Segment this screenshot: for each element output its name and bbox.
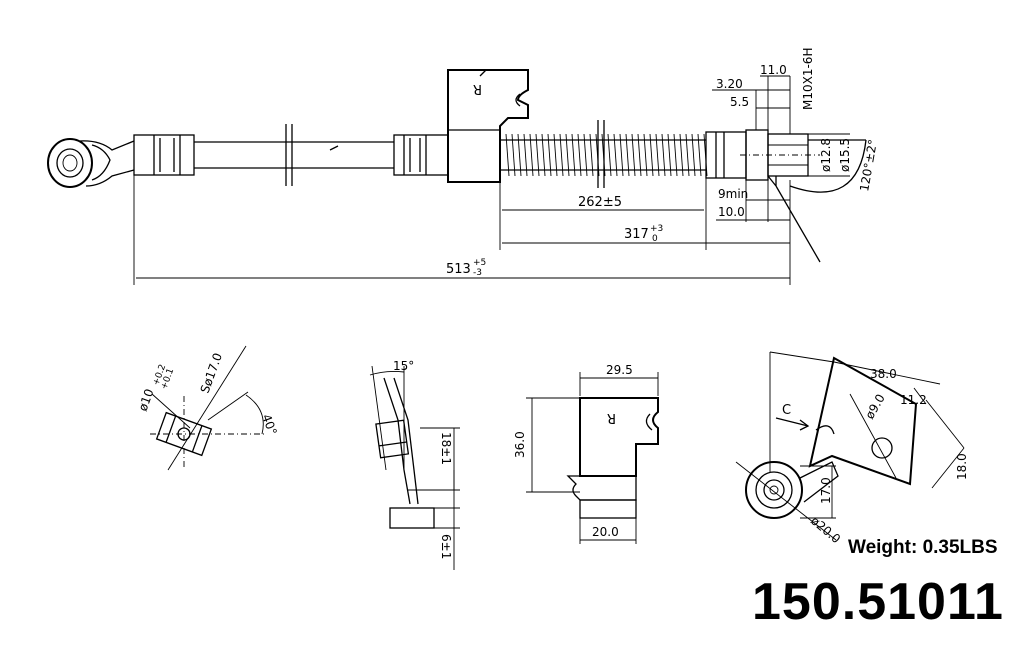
angle-arc [789, 139, 867, 193]
bracket-dim-29-5: 29.5 [606, 363, 633, 377]
angle-120: 120°±2° [857, 138, 880, 192]
banjo-sphere: Sø17.0 [198, 351, 225, 395]
length-513-tol-bot: -3 [473, 268, 482, 278]
clip-dia-9: ø9.0 [862, 392, 887, 422]
crimp-ferrule-left [133, 134, 195, 176]
bend-dim-18: 18±1 [439, 432, 453, 465]
spring-guard [500, 120, 708, 188]
clip-dim-11-2: 11.2 [900, 393, 927, 407]
mounting-bracket: R [447, 69, 529, 183]
length-262: 262±5 [578, 195, 622, 210]
thread-spec: M10X1-6H [801, 48, 815, 110]
length-513: 513 [446, 262, 471, 277]
length-317: 317 [624, 227, 649, 242]
length-317-tol-top: +3 [650, 224, 663, 234]
bracket-detail-view: 29.5 36.0 20.0 R [513, 363, 659, 544]
dia-12-8: ø12.8 [819, 138, 833, 172]
clip-dia-20: ø20.0 [808, 514, 843, 547]
weight-label: Weight: 0.35LBS [848, 537, 998, 558]
length-513-tol-top: +5 [473, 258, 486, 268]
dim-3-20: 3.20 [716, 77, 743, 91]
crimp-ferrule-mid [393, 134, 449, 176]
hose-body [194, 124, 394, 186]
clip-dim-17: 17.0 [819, 477, 833, 504]
bend-angle-15: 15° [393, 359, 414, 373]
banjo-detail-view: ø10 +0.2 +0.1 Sø17.0 40° [136, 345, 280, 471]
main-hose-view: R [47, 48, 880, 285]
dimension-lines [133, 75, 850, 285]
banjo-dia-10: ø10 [136, 387, 157, 413]
bend-detail-view: 15° 18±1 6±1 [369, 359, 460, 570]
length-317-tol-bot: 0 [652, 234, 658, 244]
part-number: 150.51011 [752, 573, 1004, 631]
clip-label-c: C [782, 403, 791, 418]
bracket-letter-detail: R [607, 410, 616, 425]
bracket-dim-36: 36.0 [513, 431, 527, 458]
bracket-letter: R [473, 81, 482, 96]
clip-detail-view: C 38.0 11.2 ø9.0 18.0 17.0 ø20.0 [735, 351, 969, 547]
clip-dim-18: 18.0 [955, 453, 969, 480]
banjo-angle-40: 40° [259, 412, 279, 437]
dia-15-5: ø15.5 [838, 138, 852, 172]
dim-10: 10.0 [718, 205, 745, 219]
end-fitting [705, 129, 820, 187]
bracket-dim-20: 20.0 [592, 525, 619, 539]
dim-11-0: 11.0 [760, 63, 787, 77]
bend-dim-6: 6±1 [439, 534, 453, 559]
banjo-fitting [47, 138, 135, 188]
dim-9min: 9min [718, 187, 748, 201]
dim-5-5: 5.5 [730, 95, 749, 109]
clip-dim-38: 38.0 [870, 367, 897, 381]
